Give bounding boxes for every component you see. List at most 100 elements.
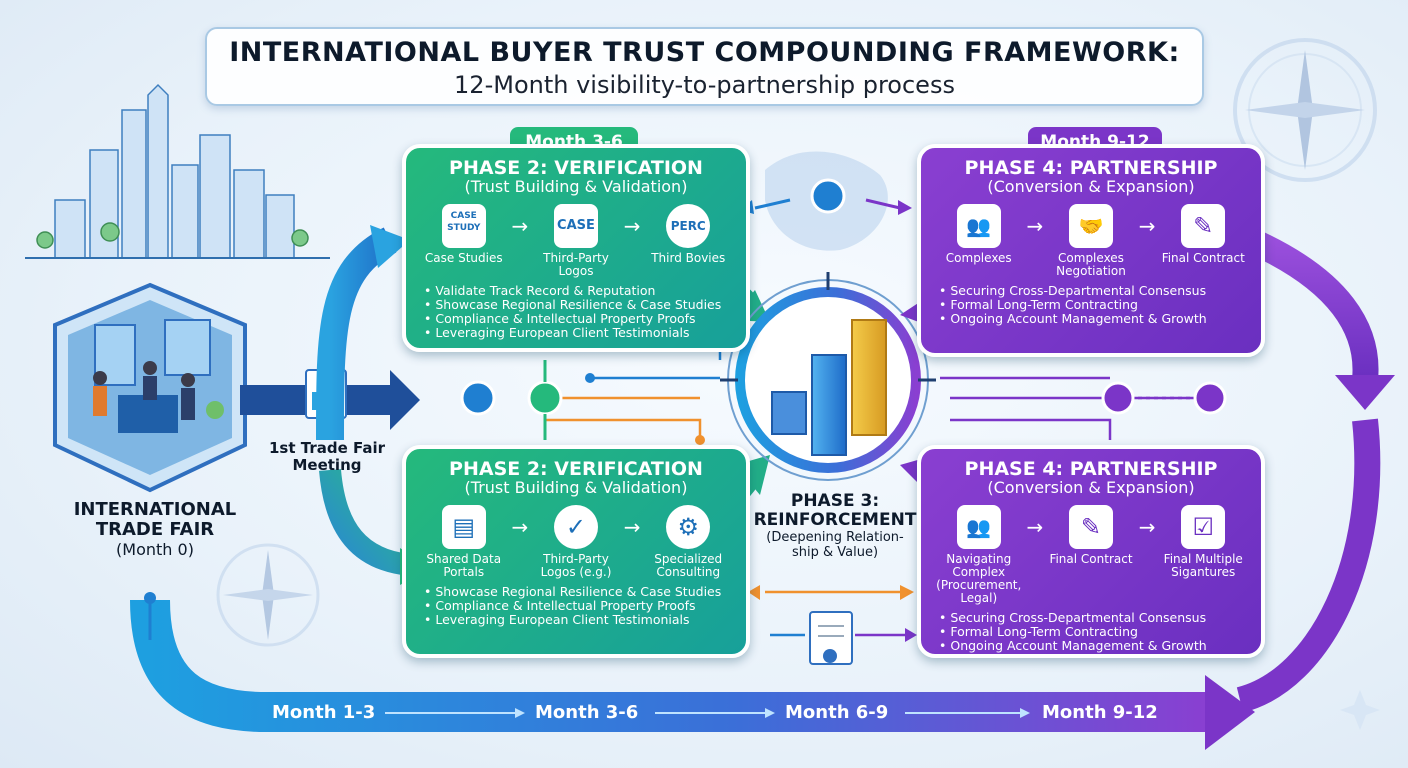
phase3-subtitle-line1: (Deepening Relation- [766,530,904,545]
phase2-bottom-title: PHASE 2: VERIFICATION [449,458,703,480]
phase2-top-subtitle: (Trust Building & Validation) [464,177,688,196]
phase4-bottom-subtitle: (Conversion & Expansion) [987,478,1195,497]
arrow-right-icon: → [1138,214,1156,238]
flow-arrow-right-loop [1244,228,1379,382]
phase2-top-title: PHASE 2: VERIFICATION [449,157,703,179]
third-party-logos-icon: CASE [553,204,598,248]
meeting-label-line1: 1st Trade Fair [268,439,386,457]
phase4-bottom-title: PHASE 4: PARTNERSHIP [964,458,1218,480]
phase2-bottom-icon-1: ✓ Third-Party Logos (e.g.) [528,505,623,579]
timeline-month-9-12: Month 9-12 [1042,702,1158,723]
complexes-people-icon: 👥 [956,204,1001,248]
arrow-right-icon: → [623,515,641,539]
phase3-title-line2: REINFORCEMENT [753,510,917,530]
phase3-title-line1: PHASE 3: [790,491,880,511]
phase4-top-card: PHASE 4: PARTNERSHIP (Conversion & Expan… [917,144,1265,357]
flow-arrow-right-return [1236,418,1381,713]
compass-icon-small [216,543,320,647]
phase4-bottom-icon-2: ☑Final Multiple Sigantures [1156,505,1251,579]
phase4-top-icon-0: 👥 Complexes [931,204,1026,265]
reinforcement-chart-icon [720,272,936,481]
phase4-bottom-icon-1: ✎ Final Contract [1043,505,1138,566]
phase2-bottom-icon-label: Third-Party Logos (e.g.) [540,552,612,579]
city-skyline-icon [25,83,330,259]
arrow-right-icon: → [1138,515,1156,539]
final-contract-pen-icon: ✎ [1068,505,1113,549]
phase4-bottom-card: PHASE 4: PARTNERSHIP (Conversion & Expan… [917,445,1265,658]
phase4-bottom-icons: 👥Navigating Complex (Procurement, Legal)… [921,505,1261,605]
compass-icon [1233,38,1377,182]
bullet: Formal Long-Term Contracting [939,298,1243,312]
phase4-top-bullets: Securing Cross-Departmental Consensus Fo… [921,284,1261,326]
arrow-right-icon: → [1026,515,1044,539]
phase4-bottom-icon-0: 👥Navigating Complex (Procurement, Legal) [931,505,1026,605]
phase4-top-subtitle: (Conversion & Expansion) [987,177,1195,196]
sparkle-icon [1340,690,1380,730]
trade-fair-title-line2: TRADE FAIR [95,519,215,540]
third-party-logos-check-icon: ✓ [553,505,598,549]
specialized-consulting-icon: ⚙ [666,505,711,549]
phase2-top-icon-0: CASE STUDY Case Studies [416,204,511,265]
phase2-top-icon-label: Third-Party Logos [543,251,609,278]
timeline-bar [130,599,1210,732]
phase4-bottom-icon-label: Final Contract [1049,552,1133,566]
phase2-top-bullets: Validate Track Record & Reputation Showc… [406,284,746,340]
certificate-document-icon [809,611,853,665]
title-banner: INTERNATIONAL BUYER TRUST COMPOUNDING FR… [205,27,1204,106]
phase4-bottom-icon-label: Final Multiple Sigantures [1163,552,1243,579]
phase4-bottom-icon-label: Navigating Complex (Procurement, Legal) [936,552,1022,605]
phase2-bottom-icons: ▤ Shared Data Portals → ✓ Third-Party Logo… [406,505,746,579]
phase2-bottom-icon-0: ▤ Shared Data Portals [416,505,511,579]
trade-fair-booth-icon [53,282,247,493]
bullet: Securing Cross-Departmental Consensus [939,284,1243,298]
bullet: Showcase Regional Resilience & Case Stud… [424,298,728,312]
arrow-right-icon: → [511,214,529,238]
arrow-right-icon: → [1026,214,1044,238]
meeting-table-icon: 👥 [956,505,1001,549]
flow-arrow-down [319,468,412,576]
timeline-month-1-3: Month 1-3 [272,702,376,723]
phase4-top-icon-label: Final Contract [1161,251,1245,265]
shared-data-portals-icon: ▤ [441,505,486,549]
page-subtitle: 12-Month visibility-to-partnership proce… [454,71,955,99]
phase2-bottom-subtitle: (Trust Building & Validation) [464,478,688,497]
bullet: Ongoing Account Management & Growth [939,312,1243,326]
timeline-month-6-9: Month 6-9 [785,702,889,723]
third-bodies-icon: PERC [666,204,711,248]
bullet: Showcase Regional Resilience & Case Stud… [424,585,728,599]
case-studies-icon: CASE STUDY [441,204,486,248]
phase2-top-icons: CASE STUDY Case Studies → CASE Third-Party… [406,204,746,278]
phase2-bottom-icon-label: Specialized Consulting [654,552,723,579]
arrow-right-icon: → [623,214,641,238]
arrow-right-icon: → [511,515,529,539]
timeline-month-3-6: Month 3-6 [535,702,639,723]
node-edit-icon [1193,381,1227,415]
node-globe-icon [1101,381,1135,415]
trade-fair-title-line1: INTERNATIONAL [73,499,237,520]
bullet: Securing Cross-Departmental Consensus [939,611,1243,625]
bullet: Compliance & Intellectual Property Proof… [424,312,728,326]
phase2-bottom-bullets: Showcase Regional Resilience & Case Stud… [406,585,746,627]
phase3-subtitle-line2: ship & Value) [791,545,879,560]
meeting-label: 1st Trade Fair Meeting [262,440,392,474]
trade-fair-title: INTERNATIONAL TRADE FAIR (Month 0) [40,500,270,560]
phase2-bottom-icon-label: Shared Data Portals [426,552,502,579]
phase4-top-icon-label: Complexes [945,251,1012,265]
phase4-top-icons: 👥 Complexes → 🤝 Complexes Negotiation → ✎F… [921,204,1261,278]
bullet: Leveraging European Client Testimonials [424,326,728,340]
phase2-top-icon-label: Case Studies [424,251,503,265]
page-title: INTERNATIONAL BUYER TRUST COMPOUNDING FR… [229,37,1180,68]
phase3-label: PHASE 3: REINFORCEMENT (Deepening Relati… [745,491,925,561]
meeting-label-line2: Meeting [292,456,362,474]
bullet: Validate Track Record & Reputation [424,284,728,298]
bullet: Ongoing Account Management & Growth [939,639,1243,653]
phase4-top-icon-label: Complexes Negotiation [1056,251,1126,278]
bullet: Compliance & Intellectual Property Proof… [424,599,728,613]
negotiation-handshake-icon: 🤝 [1068,204,1113,248]
trade-fair-month: (Month 0) [116,540,194,559]
bullet: Leveraging European Client Testimonials [424,613,728,627]
phase4-top-icon-2: ✎Final Contract [1156,204,1251,265]
phase2-top-icon-1: CASE Third-Party Logos [528,204,623,278]
